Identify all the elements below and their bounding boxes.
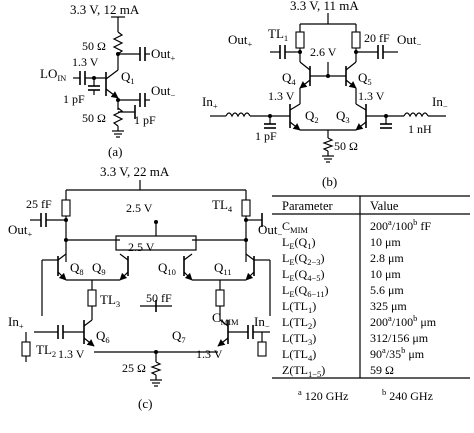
panel-b-ind-right: 1 nH xyxy=(408,122,432,136)
panel-c-v-mid: 2.5 V xyxy=(128,240,155,254)
resistor-tail-b xyxy=(322,137,334,152)
panel-c-bias-left: 1.3 V xyxy=(58,347,85,361)
panel-c-caption: (c) xyxy=(138,396,152,411)
panel-a-caption: (a) xyxy=(108,144,122,159)
panel-a-out-plus: Out+ xyxy=(151,46,176,63)
panel-c-v-top: 2.5 V xyxy=(126,201,153,215)
tl1-right xyxy=(351,31,361,49)
panel-c-q8: Q8 xyxy=(70,260,84,277)
panel-c-q6: Q6 xyxy=(96,328,110,345)
panel-a-r-top: 50 Ω xyxy=(82,39,106,53)
table-row-value: 5.6 μm xyxy=(370,283,404,297)
panel-c-cap-top: 25 fF xyxy=(26,197,52,211)
resistor-tail-c xyxy=(150,361,162,376)
panel-b-q2: Q2 xyxy=(305,108,319,125)
table-row-param: LE(Q2−3) xyxy=(282,251,325,267)
panel-c-out-plus: Out+ xyxy=(8,222,33,239)
table-row-value: 2.8 μm xyxy=(370,251,404,265)
table-row-param: LE(Q6−11) xyxy=(282,283,328,299)
panel-c-q7: Q7 xyxy=(172,328,186,345)
panel-a-out-minus: Out− xyxy=(151,83,176,100)
panel-b-bias-left: 1.3 V xyxy=(268,89,295,103)
panel-a-lo-in: LOIN xyxy=(40,66,66,83)
tl3-left xyxy=(87,289,97,307)
inductor-in-minus xyxy=(403,112,429,118)
panel-a: 3.3 V, 12 mA 50 Ω Out+ Q1 1.3 V LOIN 1 p… xyxy=(40,2,176,159)
panel-c-q11: Q11 xyxy=(214,260,232,277)
panel-c-tl3: TL3 xyxy=(100,292,120,309)
panel-b-cap-left: 1 pF xyxy=(255,129,277,143)
panel-a-supply: 3.3 V, 12 mA xyxy=(70,2,140,17)
tl3-right xyxy=(215,289,225,307)
panel-c-q9: Q9 xyxy=(92,260,106,277)
panel-b-q5: Q5 xyxy=(358,70,372,87)
panel-c-in-plus: In+ xyxy=(8,314,24,331)
panel-a-cap-right: 1 pF xyxy=(134,113,156,127)
panel-b-cap: 20 fF xyxy=(364,31,390,45)
panel-c-tl2: TL2 xyxy=(36,342,56,359)
table-row-param: L(TL4) xyxy=(282,347,316,363)
table-row-param: L(TL2) xyxy=(282,315,316,331)
panel-b-caption: (b) xyxy=(322,174,337,189)
panel-c: 3.3 V, 22 mA TL4 25 fF 2.5 V Out+ Out− 2… xyxy=(8,164,283,411)
panel-b-v-mid: 2.6 V xyxy=(310,45,337,59)
table-row-param: CMIM xyxy=(282,219,308,235)
panel-b-out-plus: Out+ xyxy=(228,32,253,49)
panel-c-out-minus: Out− xyxy=(258,222,283,239)
panel-a-bias: 1.3 V xyxy=(72,55,99,69)
table-footnote-a: a 120 GHz xyxy=(298,387,348,403)
table-row-param: LE(Q4−5) xyxy=(282,267,325,283)
table-footnote-b: b 240 GHz xyxy=(382,387,433,403)
resistor-top-a xyxy=(112,31,124,55)
table-row-param: L(TL3) xyxy=(282,331,316,347)
panel-b: 3.3 V, 11 mA TL1 Out+ 20 fF Out− 2.6 V xyxy=(202,0,448,189)
panel-a-r-bottom: 50 Ω xyxy=(82,111,106,125)
tl1-left xyxy=(295,31,305,49)
tl4-left xyxy=(61,199,71,217)
table-row-value: 325 μm xyxy=(370,299,407,313)
panel-b-tl1: TL1 xyxy=(268,26,288,43)
table-header-param: Parameter xyxy=(282,199,334,213)
table-row-value: 59 Ω xyxy=(370,363,394,377)
panel-a-q1: Q1 xyxy=(121,69,135,86)
resistor-bottom-a xyxy=(112,107,124,127)
panel-b-r-tail: 50 Ω xyxy=(334,139,358,153)
table-row-param: LE(Q1) xyxy=(282,235,315,251)
panel-c-supply: 3.3 V, 22 mA xyxy=(100,164,170,179)
tl4-right xyxy=(241,199,251,217)
panel-b-in-plus: In+ xyxy=(202,94,218,111)
table-header-value: Value xyxy=(370,199,399,213)
panel-c-r-tail: 25 Ω xyxy=(122,361,146,375)
panel-b-bias-right: 1.3 V xyxy=(358,89,385,103)
table-row-value: 200a/100b fF xyxy=(370,217,431,233)
table-row-value: 312/156 μm xyxy=(370,331,429,345)
panel-c-q10: Q10 xyxy=(158,260,176,277)
tl2-right xyxy=(257,341,267,357)
panel-b-in-minus: In− xyxy=(432,94,448,111)
table-row-value: 10 μm xyxy=(370,267,401,281)
panel-b-out-minus: Out− xyxy=(397,32,422,49)
panel-b-q4: Q4 xyxy=(282,70,296,87)
panel-c-in-minus: In− xyxy=(254,314,270,331)
panel-c-bias-right: 1.3 V xyxy=(196,347,223,361)
table-row-value: 10 μm xyxy=(370,235,401,249)
inductor-in-plus xyxy=(225,112,251,118)
parameter-table: Parameter Value CMIM 200a/100b fF LE(Q1) 10… xyxy=(272,195,470,403)
panel-c-cmim: CMIM xyxy=(212,310,239,327)
panel-a-cap-left: 1 pF xyxy=(63,92,85,106)
panel-c-tl4: TL4 xyxy=(212,197,233,214)
panel-b-supply: 3.3 V, 11 mA xyxy=(290,0,359,13)
table-row-param: Z(TL1−5) xyxy=(282,363,325,379)
table-row-value: 200a/100b μm xyxy=(370,313,437,329)
panel-c-cap-mid: 50 fF xyxy=(146,291,172,305)
table-row-param: L(TL1) xyxy=(282,299,316,315)
table-row-value: 90a/35b μm xyxy=(370,345,425,361)
tl2-left xyxy=(21,341,31,357)
panel-b-q3: Q3 xyxy=(336,108,350,125)
